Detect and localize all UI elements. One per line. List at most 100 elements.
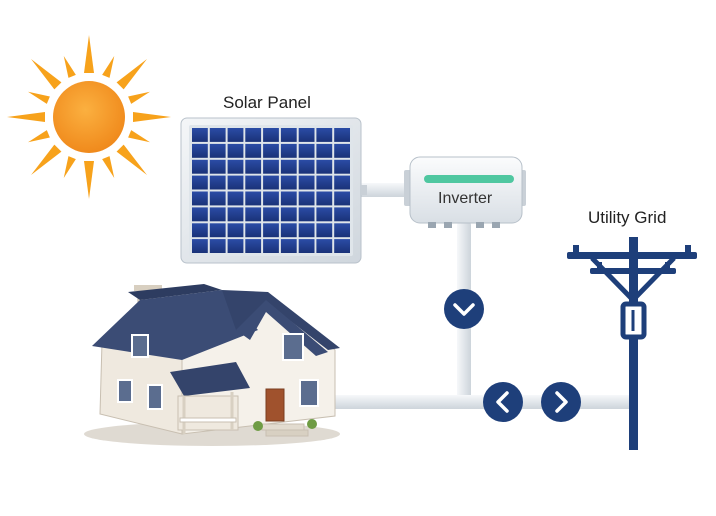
panel-cell: [192, 159, 208, 174]
flow-badge-left: [483, 382, 523, 422]
panel-cell: [245, 223, 262, 238]
panel-cell: [280, 143, 297, 158]
panel-cell: [192, 207, 208, 222]
panel-cell: [316, 207, 333, 222]
panel-cell: [334, 223, 350, 238]
panel-cell: [192, 191, 208, 206]
panel-cell: [192, 128, 208, 142]
panel-cell: [334, 128, 350, 142]
panel-cell: [316, 191, 333, 206]
sun-ray: [63, 156, 76, 178]
panel-cell: [316, 159, 333, 174]
panel-cell: [192, 239, 208, 253]
sun-ray: [31, 59, 62, 90]
panel-cell: [227, 175, 244, 190]
sun-ray: [116, 144, 147, 175]
panel-cell: [298, 128, 315, 142]
sun-ray: [28, 91, 50, 104]
sun-ray: [102, 56, 115, 78]
panel-cell: [263, 175, 279, 190]
sun-ray: [28, 130, 50, 143]
sun-icon: [7, 35, 171, 199]
sun-ray: [116, 59, 147, 90]
house-to-grid-pipe: [330, 395, 635, 409]
panel-cell: [227, 143, 244, 158]
panel-cell: [280, 191, 297, 206]
sun-ray: [31, 144, 62, 175]
chevron-down-icon: [453, 303, 475, 316]
panel-cell: [227, 207, 244, 222]
panel-cell: [227, 239, 244, 253]
panel-cell: [280, 159, 297, 174]
flow-badge-down: [444, 289, 484, 329]
panel-cell: [263, 128, 279, 142]
sun-ray: [84, 161, 94, 199]
panel-cell: [316, 128, 333, 142]
panel-cell: [209, 175, 226, 190]
panel-cell: [316, 143, 333, 158]
panel-cell: [245, 207, 262, 222]
panel-cell: [298, 239, 315, 253]
panel-cell: [298, 207, 315, 222]
panel-cell: [245, 239, 262, 253]
panel-cell: [227, 191, 244, 206]
panel-cell: [334, 159, 350, 174]
solar-panel-label: Solar Panel: [223, 93, 311, 112]
panel-cell: [316, 223, 333, 238]
panel-cell: [245, 175, 262, 190]
sun-ray: [128, 130, 150, 143]
utility-grid-label: Utility Grid: [588, 208, 667, 227]
panel-cell: [316, 175, 333, 190]
panel-cell: [280, 175, 297, 190]
inverter-label: Inverter: [438, 190, 493, 207]
panel-cell: [298, 143, 315, 158]
panel-cell: [227, 128, 244, 142]
sun-ray: [128, 91, 150, 104]
panel-cell: [316, 239, 333, 253]
solar-panel-icon: [180, 117, 367, 264]
panel-cell: [209, 159, 226, 174]
panel-cell: [245, 143, 262, 158]
panel-cell: [280, 239, 297, 253]
panel-cell: [209, 239, 226, 253]
panel-cell: [209, 191, 226, 206]
sun-ray: [133, 112, 171, 122]
panel-cell: [245, 159, 262, 174]
panel-cell: [263, 191, 279, 206]
panel-cell: [334, 207, 350, 222]
panel-cell: [209, 223, 226, 238]
panel-cell: [209, 143, 226, 158]
panel-cell: [334, 191, 350, 206]
sun-ray: [7, 112, 45, 122]
panel-cell: [192, 175, 208, 190]
sun-ray: [63, 56, 76, 78]
panel-cell: [298, 223, 315, 238]
panel-cell: [209, 207, 226, 222]
inverter-icon: [404, 156, 526, 228]
panel-cell: [245, 191, 262, 206]
inverter-status-led: [424, 175, 514, 183]
panel-cell: [245, 128, 262, 142]
panel-cell: [280, 128, 297, 142]
panel-cell: [334, 239, 350, 253]
flow-badge-right: [541, 382, 581, 422]
panel-cell: [227, 159, 244, 174]
panel-cell: [280, 223, 297, 238]
panel-cell: [334, 143, 350, 158]
house-icon: [84, 284, 340, 446]
panel-cell: [280, 207, 297, 222]
sun-ray: [102, 156, 115, 178]
panel-cell: [334, 175, 350, 190]
chevron-left-icon: [496, 391, 509, 413]
sun-ray: [84, 35, 94, 73]
utility-pole-icon: [567, 237, 697, 450]
panel-cell: [298, 175, 315, 190]
chevron-right-icon: [555, 391, 568, 413]
panel-cell: [298, 191, 315, 206]
panel-cell: [263, 207, 279, 222]
panel-cell: [298, 159, 315, 174]
panel-cell: [227, 223, 244, 238]
panel-cell: [192, 143, 208, 158]
panel-cell: [263, 143, 279, 158]
